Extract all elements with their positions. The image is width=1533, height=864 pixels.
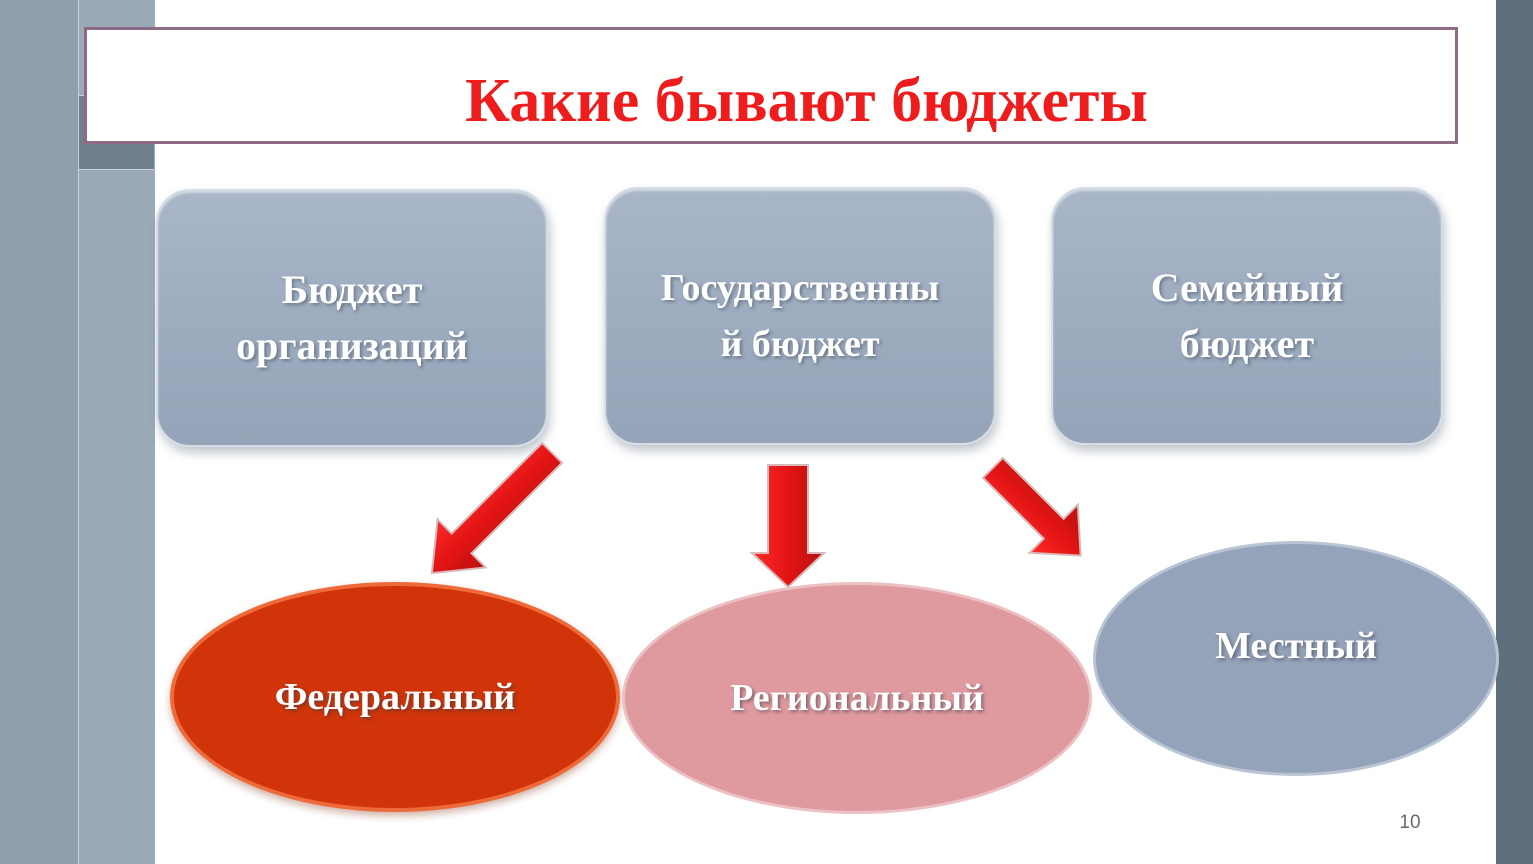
- oval-label-regional: Региональный: [730, 677, 984, 719]
- page-number: 10: [1399, 812, 1421, 833]
- oval-label-local: Местный: [1215, 624, 1377, 667]
- right-decor-strip: [1496, 0, 1533, 864]
- title-frame: [84, 27, 1458, 144]
- arrow-down-left-icon: [430, 441, 564, 575]
- oval-regional: Региональный: [622, 582, 1092, 814]
- arrow-down-icon: [749, 464, 827, 589]
- oval-local: Местный: [1093, 541, 1499, 776]
- arrow-down-right-icon: [981, 456, 1082, 557]
- left-decor-strip: [0, 0, 78, 864]
- oval-federal: Федеральный: [170, 582, 620, 812]
- oval-label-federal: Федеральный: [274, 676, 516, 718]
- slide-title: Какие бывают бюджеты: [465, 67, 1148, 135]
